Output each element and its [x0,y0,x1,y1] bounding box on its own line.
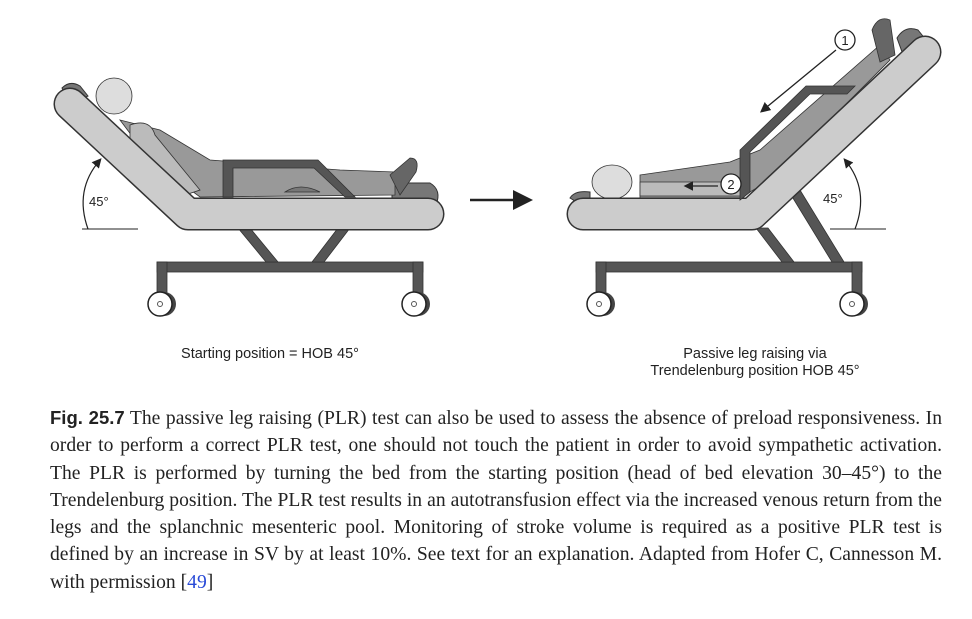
angle-indicator: 45° [82,158,138,230]
wheel-icon [839,291,868,317]
right-panel-label: Passive leg raising via Trendelenburg po… [610,346,900,380]
right-bed-trendelenburg-position: 1 2 45° [566,18,942,317]
wheel-icon [147,291,176,317]
angle-label: 45° [823,191,843,206]
side-rail [739,85,856,201]
figure-caption: Fig. 25.7 The passive leg raising (PLR) … [50,404,942,596]
marker-1-label: 1 [841,33,848,48]
marker-2-label: 2 [727,177,734,192]
wheel-icon [586,291,615,317]
left-bed-starting-position: 45° [53,77,445,317]
bed-frame [156,227,424,299]
right-panel-label-line2: Trendelenburg position HOB 45° [650,363,860,379]
patient-figure [591,18,896,200]
plr-diagram: 45° 1 [53,18,942,317]
venous-return-arrow-1: 1 [759,29,856,113]
venous-return-arrow-2: 2 [683,173,742,195]
caption-text: The passive leg raising (PLR) test can a… [50,408,942,593]
side-rail [222,159,356,198]
wheel-icon [401,291,430,317]
angle-indicator: 45° [823,158,886,230]
figure-number: Fig. 25.7 [50,407,125,428]
caption-close: ] [206,571,214,593]
angle-label: 45° [89,194,109,209]
reference-link[interactable]: 49 [187,571,207,593]
left-panel-label: Starting position = HOB 45° [181,346,359,362]
right-panel-label-line1: Passive leg raising via [683,346,827,362]
